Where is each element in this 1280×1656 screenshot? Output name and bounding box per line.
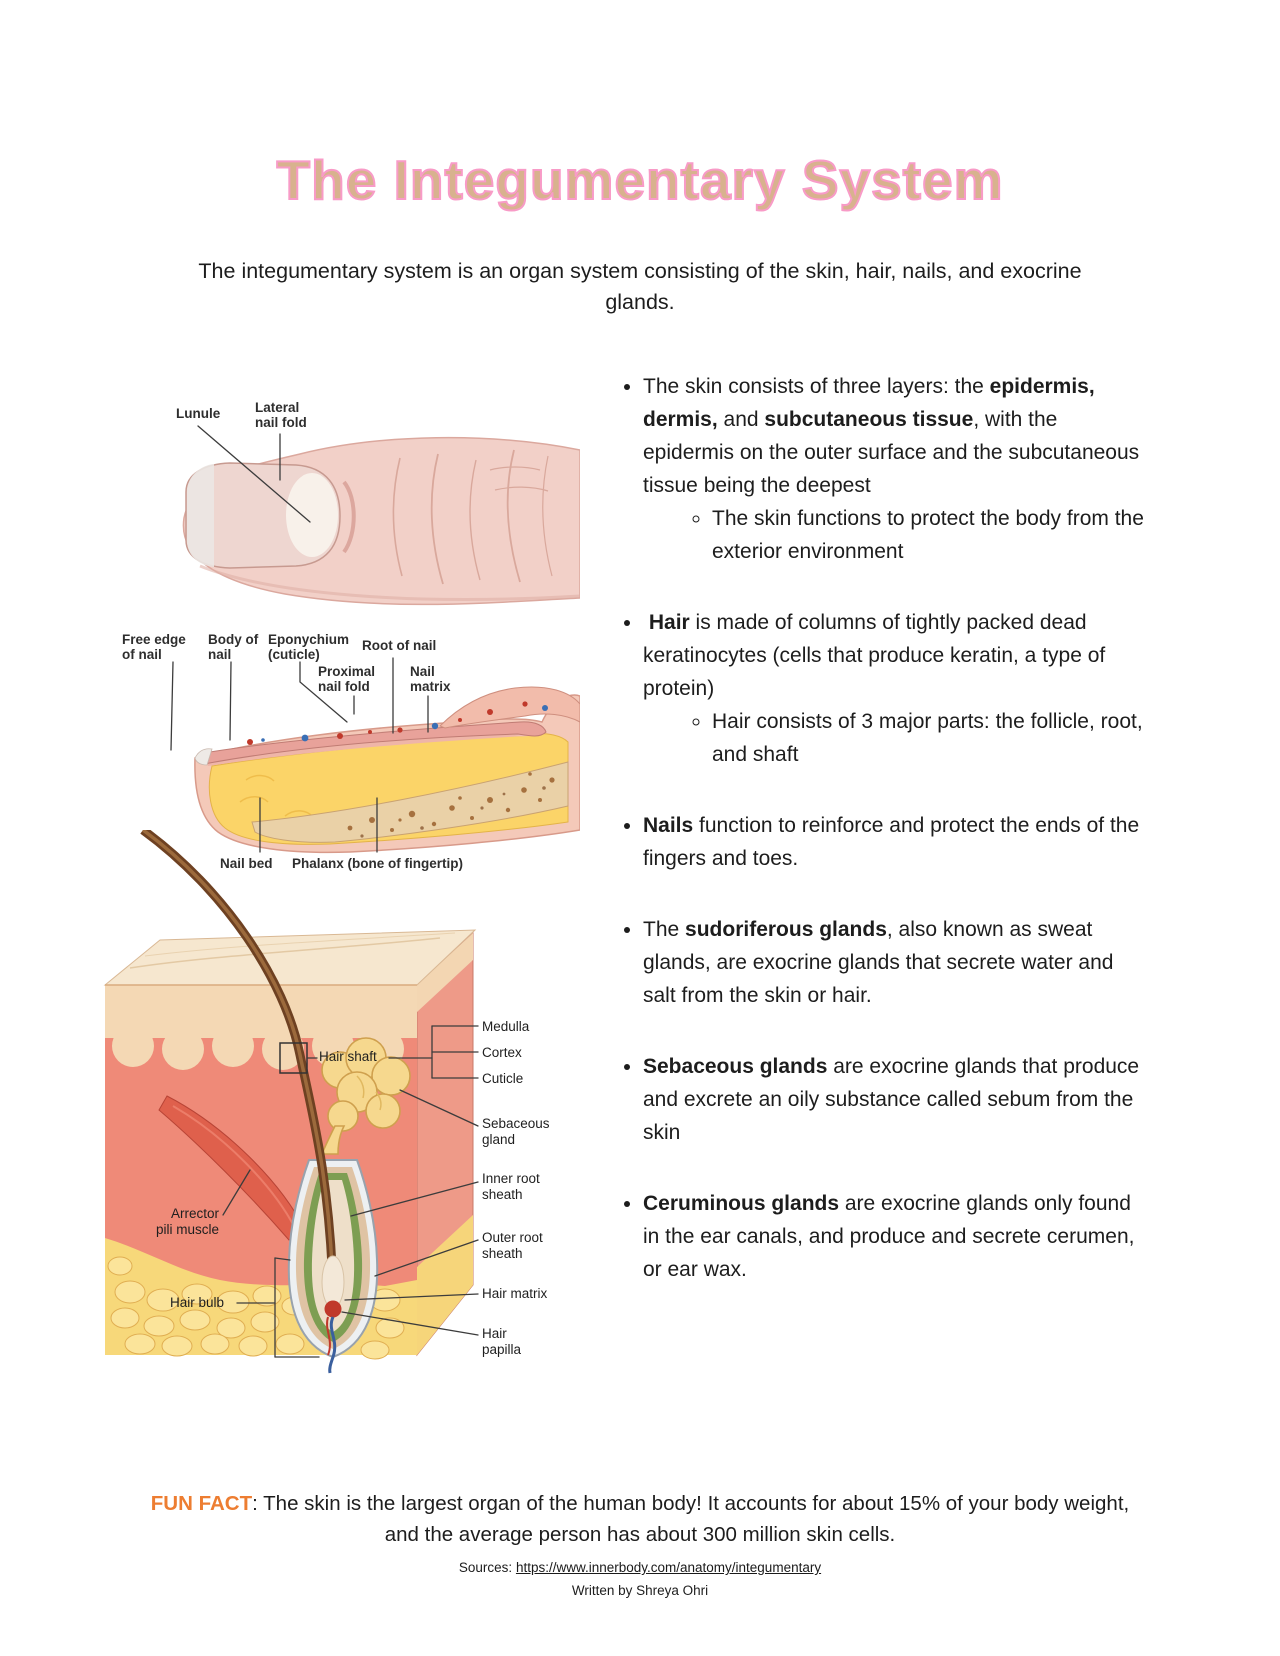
label-sebaceous-gland: Sebaceous gland	[482, 1116, 550, 1147]
hair-shaft-strand	[140, 830, 338, 1293]
sub-bullet-list: The skin functions to protect the body f…	[643, 502, 1145, 568]
intro-line-2: glands.	[605, 290, 675, 314]
bullet-item: The skin consists of three layers: the e…	[643, 370, 1145, 568]
label-hair-papilla: Hair papilla	[482, 1326, 522, 1357]
sources-label: Sources:	[458, 1560, 516, 1575]
label-nail-matrix: Nail matrix	[410, 664, 451, 695]
nail-plate-section	[197, 721, 547, 765]
nail-anatomy-diagram: Lunule Lateral nail fold Free edge of na…	[100, 370, 580, 885]
label-arrector-pili: Arrector pili muscle	[155, 1206, 219, 1237]
sebaceous-gland-shape	[320, 1037, 411, 1155]
label-cuticle: Cuticle	[482, 1071, 524, 1086]
fat-lobules	[107, 1256, 405, 1360]
intro-line-1: The integumentary system is an organ sys…	[198, 259, 1082, 283]
page-title: The Integumentary System	[276, 148, 1004, 212]
bullet-item: The sudoriferous glands, also known as s…	[643, 913, 1145, 1012]
bullet-item: Ceruminous glands are exocrine glands on…	[643, 1187, 1145, 1286]
intro-paragraph: The integumentary system is an organ sys…	[60, 256, 1220, 318]
label-phalanx: Phalanx (bone of fingertip)	[292, 856, 463, 871]
nail-diagram-artwork	[170, 425, 580, 854]
label-cortex: Cortex	[482, 1045, 522, 1060]
label-hair-bulb: Hair bulb	[170, 1295, 225, 1310]
sub-bullet-list: Hair consists of 3 major parts: the foll…	[643, 705, 1145, 771]
skin-diagram-artwork	[103, 830, 479, 1374]
lunule-shape	[286, 473, 338, 557]
label-lateral-nail-fold: Lateral nail fold	[255, 400, 307, 431]
sources-line: Sources: https://www.innerbody.com/anato…	[0, 1560, 1280, 1575]
capillary-dots	[247, 701, 548, 745]
bullet-item: Hair is made of columns of tightly packe…	[643, 606, 1145, 771]
label-eponychium: Eponychium (cuticle)	[268, 632, 350, 663]
bullet-item: Sebaceous glands are exocrine glands tha…	[643, 1050, 1145, 1149]
bullet-item: Nails function to reinforce and protect …	[643, 809, 1145, 875]
sources-link[interactable]: https://www.innerbody.com/anatomy/integu…	[515, 1560, 822, 1575]
fun-fact-text-1: : The skin is the largest organ of the h…	[252, 1492, 1130, 1515]
label-hair-shaft: Hair shaft	[319, 1049, 377, 1064]
bullet-list: The skin consists of three layers: the e…	[600, 370, 1145, 1286]
skin-hair-follicle-diagram: Hair shaft Medulla Cortex Cuticle Sebace…	[85, 830, 580, 1375]
proximal-fold-shape	[439, 686, 580, 729]
nail-cross-section	[170, 657, 580, 854]
facts-column: The skin consists of three layers: the e…	[600, 370, 1145, 1324]
label-lunule: Lunule	[176, 406, 221, 421]
fun-fact-label: FUN FACT	[150, 1492, 253, 1515]
sub-bullet-item: The skin functions to protect the body f…	[712, 502, 1145, 568]
sub-bullet-item: Hair consists of 3 major parts: the foll…	[712, 705, 1145, 771]
label-outer-root-sheath: Outer root sheath	[482, 1230, 543, 1261]
label-root-of-nail: Root of nail	[362, 638, 437, 653]
hair-papilla-shape	[324, 1300, 342, 1318]
fun-fact-line-2: and the average person has about 300 mil…	[384, 1523, 896, 1546]
label-body-of-nail: Body of nail	[208, 632, 259, 663]
fun-fact-line-1: FUN FACT: The skin is the largest organ …	[55, 1488, 1225, 1519]
label-free-edge: Free edge of nail	[122, 632, 186, 663]
label-inner-root-sheath: Inner root sheath	[482, 1171, 540, 1202]
hair-bulb-shape	[321, 1255, 345, 1309]
label-hair-matrix: Hair matrix	[482, 1286, 548, 1301]
fun-fact: FUN FACT: The skin is the largest organ …	[55, 1488, 1225, 1550]
phalanx-bone	[251, 761, 569, 843]
label-medulla: Medulla	[482, 1019, 530, 1034]
fingertip-top-view	[182, 425, 580, 606]
label-nail-bed: Nail bed	[220, 856, 273, 871]
label-proximal-nail-fold: Proximal nail fold	[318, 664, 376, 695]
author-line: Written by Shreya Ohri	[571, 1583, 709, 1598]
